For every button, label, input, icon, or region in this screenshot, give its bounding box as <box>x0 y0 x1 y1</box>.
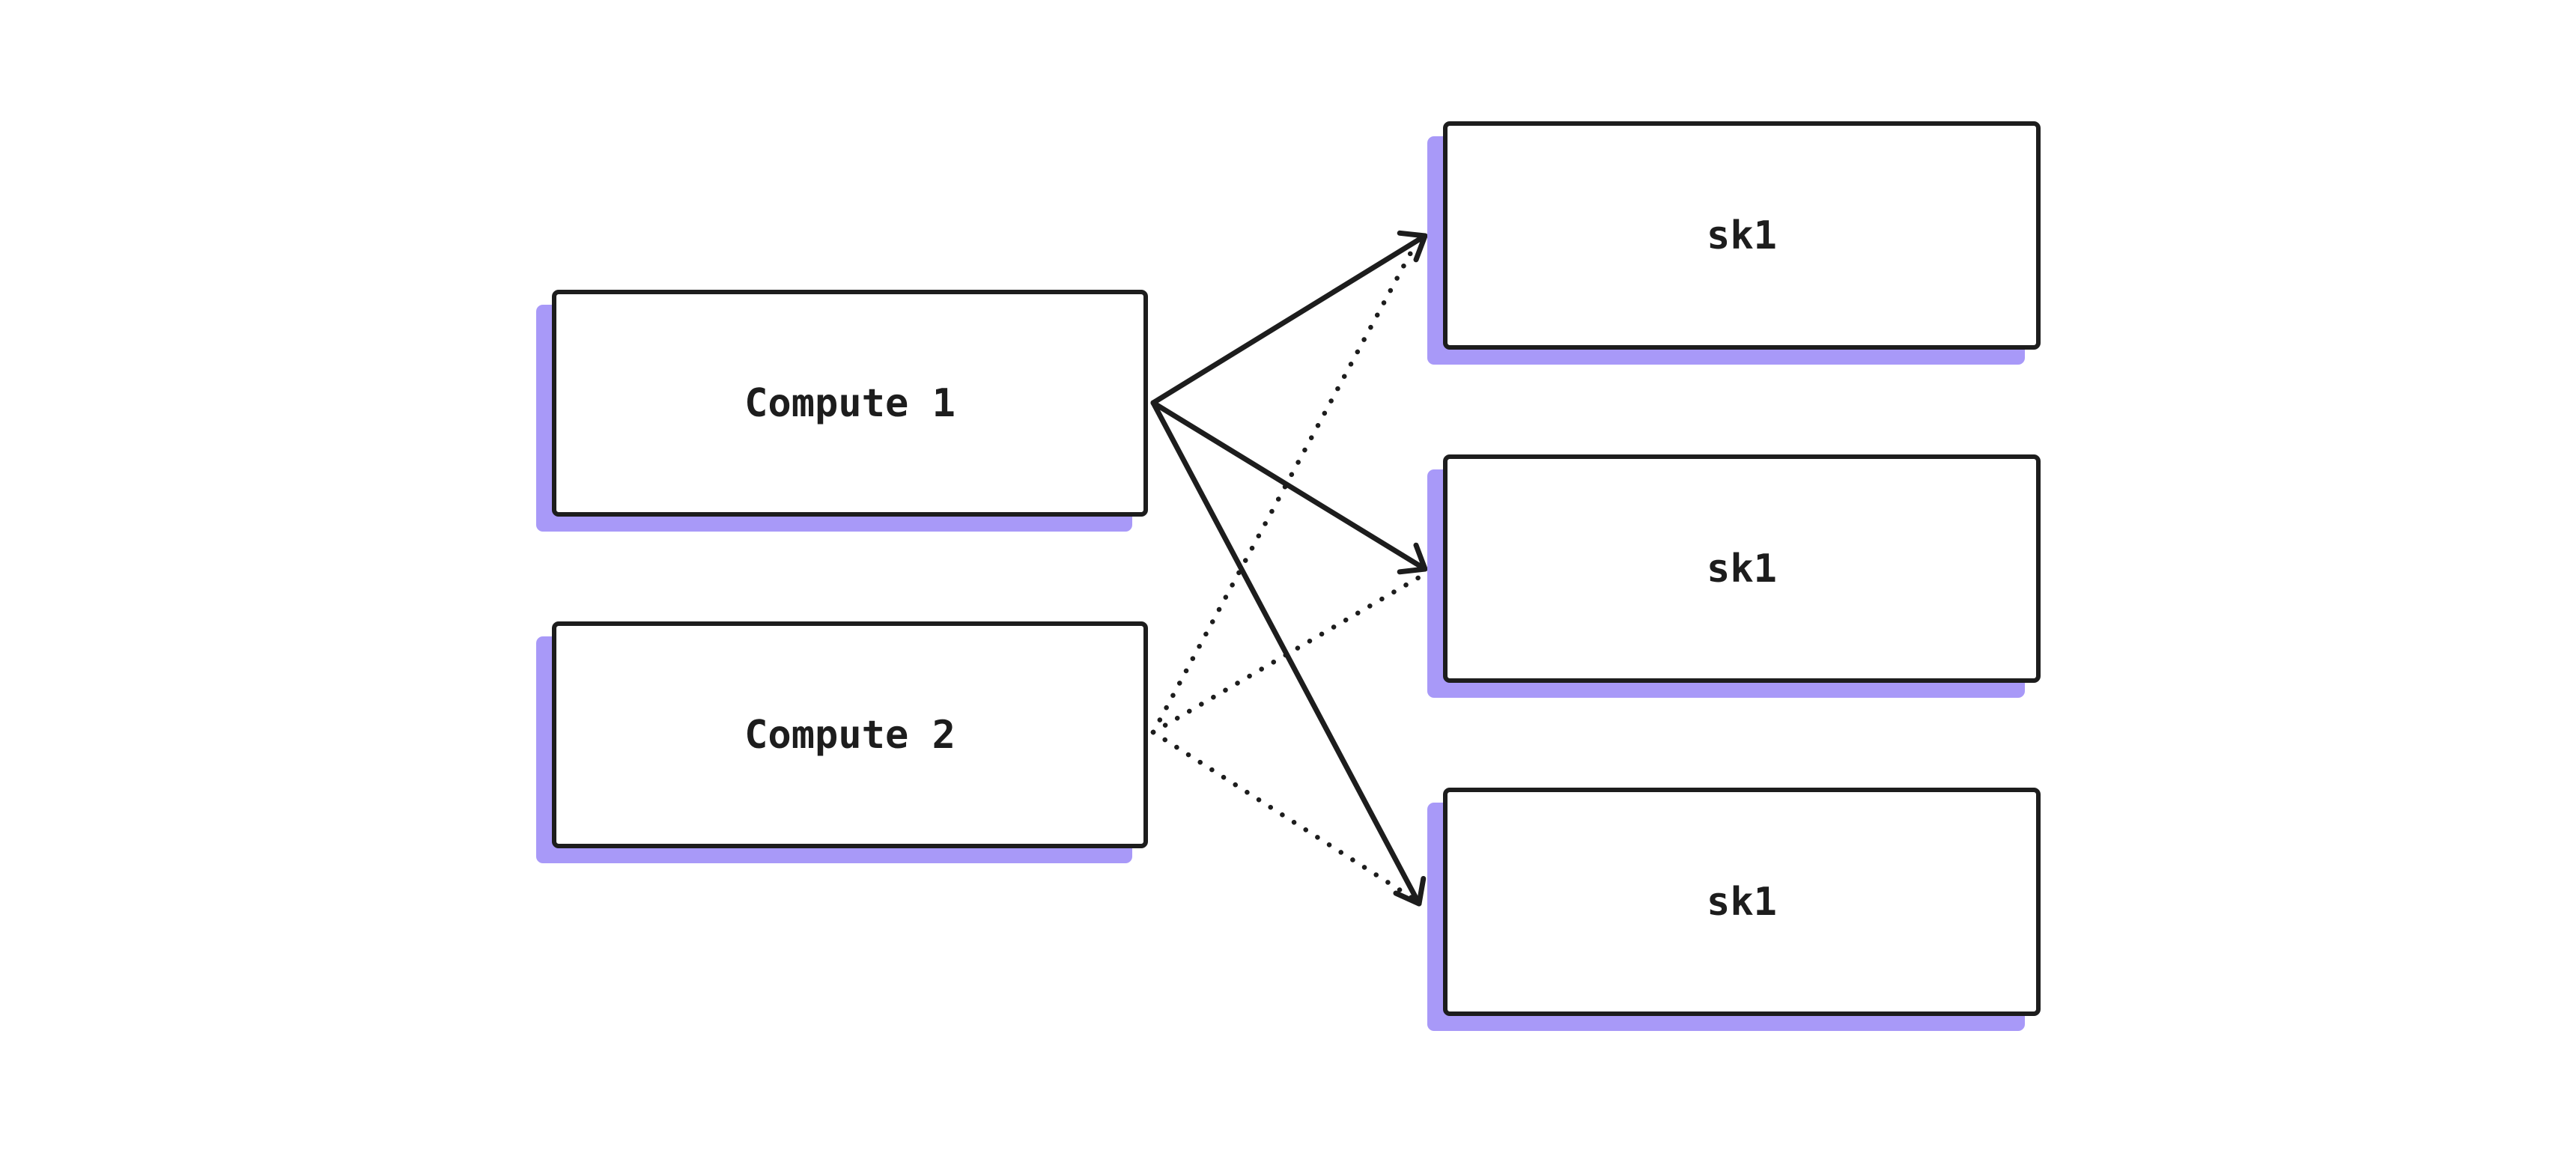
node-compute-1-label: Compute 1 <box>744 380 956 426</box>
node-sk1-top: sk1 <box>1443 121 2041 350</box>
node-sk1-bottom-label: sk1 <box>1707 879 1777 925</box>
node-sk1-bottom: sk1 <box>1443 788 2041 1016</box>
edge-compute1-to-sk1-top <box>1150 233 1428 406</box>
edge-compute1-to-sk1-middle <box>1150 400 1428 572</box>
edge-compute2-to-sk1-bottom <box>1150 729 1416 901</box>
arrowhead-compute1-to-sk1-top <box>1397 230 1428 263</box>
node-compute-2: Compute 2 <box>552 621 1148 848</box>
edge-compute2-to-sk1-middle <box>1150 574 1424 735</box>
node-compute-2-label: Compute 2 <box>744 712 956 758</box>
edge-compute2-to-sk1-top <box>1150 244 1417 735</box>
node-sk1-middle-label: sk1 <box>1707 546 1777 591</box>
node-sk1-middle: sk1 <box>1443 454 2041 683</box>
arrowhead-compute1-to-sk1-bottom <box>1393 876 1427 907</box>
node-compute-1: Compute 1 <box>552 290 1148 517</box>
node-sk1-top-label: sk1 <box>1707 213 1777 258</box>
arrowhead-compute1-to-sk1-middle <box>1397 542 1428 575</box>
